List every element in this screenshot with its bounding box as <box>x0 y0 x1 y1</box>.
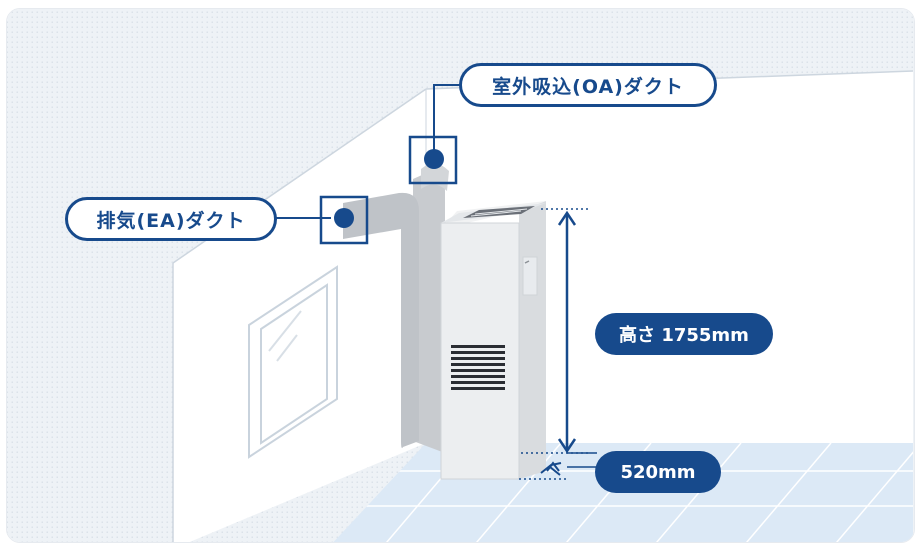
height-label: 高さ 1755mm <box>595 313 773 355</box>
oa-duct-marker <box>408 84 463 185</box>
illustration-frame: 室外吸込(OA)ダクト 排気(EA)ダクト 高さ 1755mm 520mm <box>6 8 915 543</box>
height-dimension <box>521 208 597 454</box>
ea-duct-label: 排気(EA)ダクト <box>65 197 277 241</box>
oa-duct-label: 室外吸込(OA)ダクト <box>459 63 717 107</box>
back-wall <box>426 71 913 443</box>
front-grille <box>451 345 505 390</box>
ventilation-unit <box>440 201 546 480</box>
ea-duct-marker <box>273 195 369 245</box>
depth-label: 520mm <box>595 451 721 493</box>
depth-dimension <box>519 461 597 480</box>
window <box>248 265 338 459</box>
